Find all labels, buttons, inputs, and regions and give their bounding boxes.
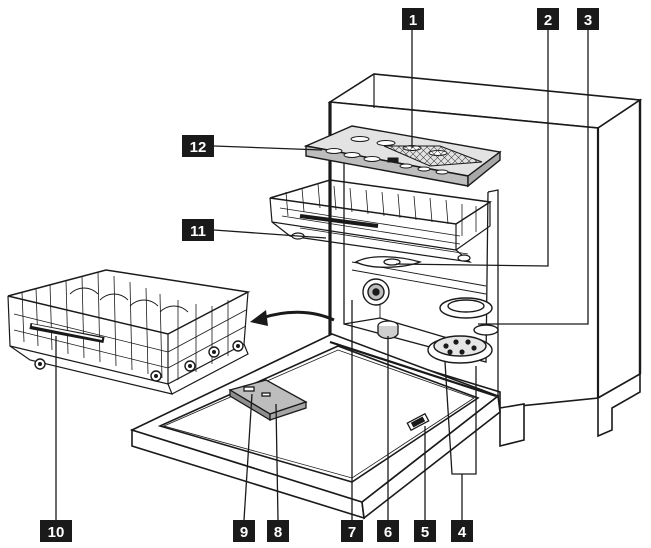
callout-10: 10 [40, 520, 72, 542]
callout-11-label: 11 [190, 223, 206, 240]
removal-arrow [250, 310, 335, 326]
detergent-dispenser [228, 379, 308, 422]
callout-3-label: 3 [584, 12, 592, 29]
filter-assembly [427, 297, 499, 364]
callout-6: 6 [377, 520, 399, 542]
callout-8-label: 8 [274, 524, 282, 541]
cutlery-tray [303, 125, 502, 188]
door [129, 333, 501, 520]
callout-6-label: 6 [384, 524, 392, 541]
callout-1-label: 1 [409, 12, 417, 29]
callout-9-label: 9 [240, 524, 248, 541]
wall-spray-nozzle [362, 278, 390, 306]
callout-4: 4 [451, 520, 473, 542]
callout-7-label: 7 [348, 524, 356, 541]
leader-4 [444, 361, 477, 475]
callout-10-label: 10 [48, 524, 65, 541]
callout-12-label: 12 [190, 139, 207, 156]
leader-lines [55, 30, 589, 521]
leader-9 [243, 393, 253, 521]
callout-11: 11 [182, 219, 214, 241]
callout-1: 1 [402, 8, 424, 30]
tub-interior [343, 132, 499, 396]
upper-basket [269, 179, 493, 263]
leader-8 [275, 403, 279, 521]
door-latch [406, 412, 430, 432]
cabinet-right-side [597, 98, 641, 400]
leader-11 [213, 229, 327, 239]
leader-3 [478, 30, 589, 325]
callout-2: 2 [537, 8, 559, 30]
callout-5-label: 5 [421, 524, 429, 541]
door-inner-panel [157, 345, 480, 483]
salt-container-cap [377, 320, 399, 340]
callout-5: 5 [414, 520, 436, 542]
lower-basket [7, 269, 251, 395]
leader-12 [213, 145, 323, 151]
callout-3: 3 [577, 8, 599, 30]
callout-8: 8 [267, 520, 289, 542]
callout-4-label: 4 [458, 524, 467, 541]
callout-7: 7 [341, 520, 363, 542]
leader-2 [395, 30, 549, 267]
callout-9: 9 [233, 520, 255, 542]
callout-2-label: 2 [544, 12, 552, 29]
callout-12: 12 [182, 135, 214, 157]
